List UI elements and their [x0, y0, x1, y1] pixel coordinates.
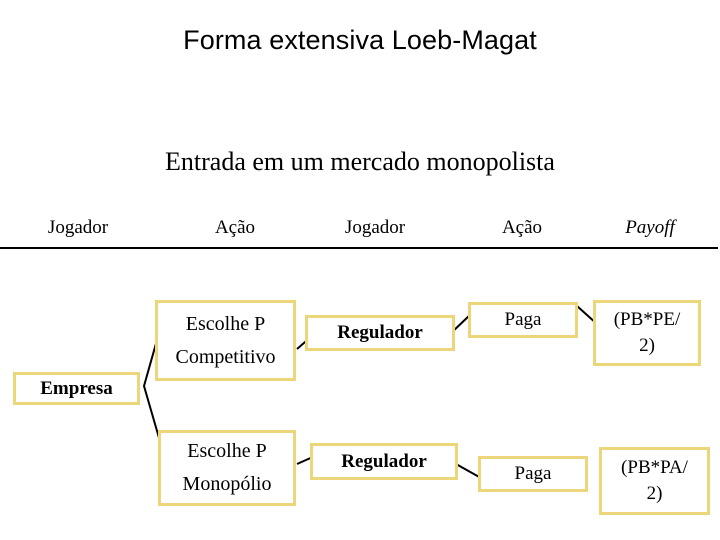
column-header-payoff: Payoff — [625, 217, 675, 238]
node-escolhe-p-competitivo[interactable]: Escolhe P Competitivo — [155, 300, 296, 381]
payoff-line-1: (PB*PE/ — [613, 309, 681, 330]
node-label: Paga — [504, 309, 542, 330]
node-label: Regulador — [341, 450, 427, 472]
header-divider — [0, 247, 718, 249]
node-label: Empresa — [40, 377, 113, 399]
column-header-acao-2: Ação — [501, 217, 543, 238]
node-regulador-top[interactable]: Regulador — [305, 315, 455, 351]
payoff-line-2: 2) — [639, 335, 655, 356]
node-label-line-2: Monopólio — [182, 473, 272, 495]
node-label: Paga — [514, 463, 552, 484]
payoff-line-1: (PB*PA/ — [621, 457, 688, 478]
node-payoff-top[interactable]: (PB*PE/ 2) — [593, 300, 701, 366]
column-header-jogador-2: Jogador — [344, 217, 406, 238]
node-label-line-1: Escolhe P — [187, 440, 267, 462]
node-payoff-bottom[interactable]: (PB*PA/ 2) — [599, 447, 710, 515]
node-label-line-1: Escolhe P — [185, 312, 266, 335]
node-regulador-bottom[interactable]: Regulador — [310, 443, 458, 480]
column-header-acao-1: Ação — [214, 217, 256, 238]
column-header-jogador-1: Jogador — [47, 217, 109, 238]
node-paga-top[interactable]: Paga — [468, 302, 578, 338]
node-paga-bottom[interactable]: Paga — [478, 456, 588, 492]
page-title: Forma extensiva Loeb-Magat — [183, 25, 537, 55]
node-label-line-2: Competitivo — [175, 345, 276, 368]
slide-subtitle: Entrada em um mercado monopolista — [165, 147, 555, 176]
node-label: Regulador — [337, 322, 423, 343]
node-empresa[interactable]: Empresa — [13, 372, 140, 405]
node-escolhe-p-monopolio[interactable]: Escolhe P Monopólio — [158, 430, 296, 506]
payoff-line-2: 2) — [646, 483, 663, 504]
